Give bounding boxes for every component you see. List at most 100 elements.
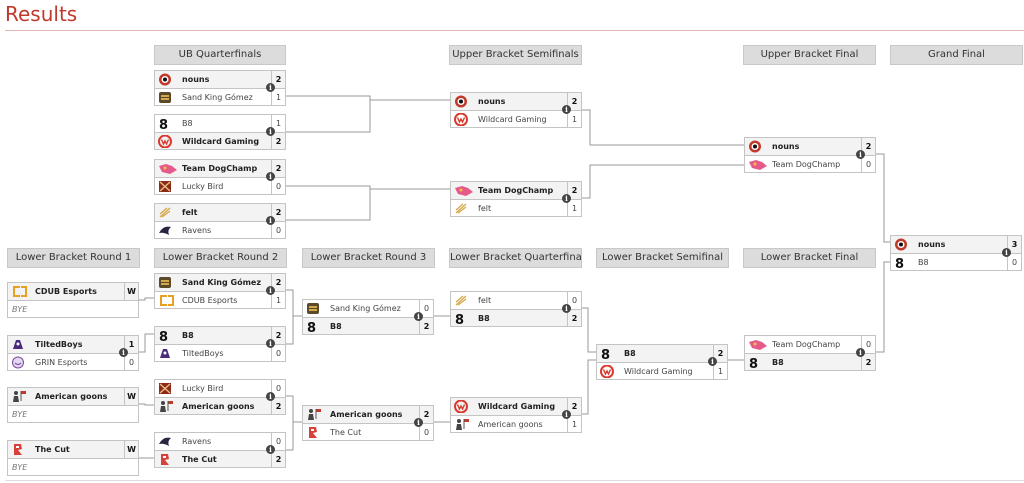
team-name: B8 xyxy=(478,314,490,323)
team-score: 2 xyxy=(271,133,285,150)
team-score: 2 xyxy=(271,398,285,415)
team-name: The Cut xyxy=(35,445,70,454)
team-row[interactable]: Wildcard Gaming 2 xyxy=(450,397,582,415)
team-row[interactable]: CDUB Esports W xyxy=(7,282,139,300)
team-row[interactable]: The Cut 0 xyxy=(302,423,434,441)
team-row[interactable]: Sand King Gómez 2 xyxy=(154,273,286,291)
team-name: Team DogChamp xyxy=(772,340,841,349)
team-row[interactable]: felt 2 xyxy=(154,203,286,221)
match-info-icon[interactable]: i xyxy=(414,418,423,427)
match-lb1-2[interactable]: TiltedBoys 1 GRIN Esports 0 xyxy=(7,335,139,371)
match-ubqf-4[interactable]: felt 2 Ravens 0 xyxy=(154,203,286,239)
match-lb3-2[interactable]: American goons 2 The Cut 0 xyxy=(302,405,434,441)
header-lb-final: Lower Bracket Final xyxy=(743,248,876,268)
match-info-icon[interactable]: i xyxy=(414,312,423,321)
match-info-icon[interactable]: i xyxy=(562,194,571,203)
team-row[interactable]: American goons 2 xyxy=(302,405,434,423)
match-info-icon[interactable]: i xyxy=(266,286,275,295)
team-row[interactable]: Team DogChamp 2 xyxy=(450,181,582,199)
team-row[interactable]: GRIN Esports 0 xyxy=(7,353,139,371)
match-info-icon[interactable]: i xyxy=(856,348,865,357)
match-ubqf-2[interactable]: 8 B8 1 Wildcard Gaming 2 xyxy=(154,114,286,150)
team-row[interactable]: nouns 2 xyxy=(154,70,286,88)
team-score: W xyxy=(124,388,138,405)
match-info-icon[interactable]: i xyxy=(562,410,571,419)
match-info-icon[interactable]: i xyxy=(1002,248,1011,257)
cdub-logo-icon xyxy=(160,295,174,306)
match-info-icon[interactable]: i xyxy=(266,339,275,348)
wildcard-logo-icon xyxy=(600,365,614,378)
match-lbqf-2[interactable]: Wildcard Gaming 2 American goons 1 xyxy=(450,397,582,433)
match-ubsf-1[interactable]: nouns 2 Wildcard Gaming 1 xyxy=(450,92,582,128)
team-row[interactable]: Sand King Gómez 0 xyxy=(302,299,434,317)
match-lb1-1[interactable]: CDUB Esports W BYE xyxy=(7,282,139,318)
match-ubqf-3[interactable]: Team DogChamp 2 Lucky Bird 0 xyxy=(154,159,286,195)
match-grand-final[interactable]: nouns 3 8 B8 0 xyxy=(890,235,1022,271)
team-score: 0 xyxy=(124,354,138,371)
team-row[interactable]: American goons 1 xyxy=(450,415,582,433)
match-lb1-3[interactable]: American goons W BYE xyxy=(7,387,139,423)
team-row[interactable]: 8 B8 1 xyxy=(154,114,286,132)
felt-logo-icon xyxy=(159,207,171,218)
team-row[interactable]: 8 B8 0 xyxy=(890,253,1022,271)
match-info-icon[interactable]: i xyxy=(562,105,571,114)
team-row[interactable]: CDUB Esports 1 xyxy=(154,291,286,309)
match-lb3-1[interactable]: Sand King Gómez 0 8 B8 2 xyxy=(302,299,434,335)
match-info-icon[interactable]: i xyxy=(266,445,275,454)
team-row[interactable]: Wildcard Gaming 1 xyxy=(450,110,582,128)
match-lb2-2[interactable]: 8 B8 2 TiltedBoys 0 xyxy=(154,326,286,362)
match-info-icon[interactable]: i xyxy=(266,172,275,181)
match-lb1-4[interactable]: The Cut W BYE xyxy=(7,440,139,476)
team-row[interactable]: Team DogChamp 2 xyxy=(154,159,286,177)
svg-text:8: 8 xyxy=(159,330,168,342)
team-row[interactable]: Ravens 0 xyxy=(154,432,286,450)
match-ubsf-2[interactable]: Team DogChamp 2 felt 1 xyxy=(450,181,582,217)
team-row[interactable]: Lucky Bird 0 xyxy=(154,177,286,195)
team-row[interactable]: nouns 2 xyxy=(744,137,876,155)
match-lb2-3[interactable]: Lucky Bird 0 American goons 2 xyxy=(154,379,286,415)
team-row[interactable]: 8 B8 2 xyxy=(450,309,582,327)
wildcard-logo-icon xyxy=(158,135,172,148)
match-ub-final[interactable]: nouns 2 Team DogChamp 0 xyxy=(744,137,876,173)
match-ubqf-1[interactable]: nouns 2 Sand King Gómez 1 xyxy=(154,70,286,106)
svg-text:8: 8 xyxy=(455,313,464,325)
team-row[interactable]: The Cut W xyxy=(7,440,139,458)
team-row[interactable]: Team DogChamp 0 xyxy=(744,335,876,353)
match-info-icon[interactable]: i xyxy=(708,357,717,366)
team-row[interactable]: TiltedBoys 0 xyxy=(154,344,286,362)
match-info-icon[interactable]: i xyxy=(119,348,128,357)
team-row[interactable]: Team DogChamp 0 xyxy=(744,155,876,173)
match-lb-final[interactable]: Team DogChamp 0 8 B8 2 xyxy=(744,335,876,371)
team-row[interactable]: 8 B8 2 xyxy=(744,353,876,371)
team-row[interactable]: TiltedBoys 1 xyxy=(7,335,139,353)
team-row[interactable]: The Cut 2 xyxy=(154,450,286,468)
match-info-icon[interactable]: i xyxy=(266,127,275,136)
team-row[interactable]: Sand King Gómez 1 xyxy=(154,88,286,106)
team-row[interactable]: felt 0 xyxy=(450,291,582,309)
match-lbqf-1[interactable]: felt 0 8 B8 2 xyxy=(450,291,582,327)
team-row[interactable]: Lucky Bird 0 xyxy=(154,379,286,397)
team-row[interactable]: 8 B8 2 xyxy=(596,344,728,362)
team-row[interactable]: American goons 2 xyxy=(154,397,286,415)
team-row[interactable]: Wildcard Gaming 1 xyxy=(596,362,728,380)
match-lb-semifinal[interactable]: 8 B8 2 Wildcard Gaming 1 xyxy=(596,344,728,380)
team-score: 1 xyxy=(124,336,138,353)
match-lb2-1[interactable]: Sand King Gómez 2 CDUB Esports 1 xyxy=(154,273,286,309)
team-row[interactable]: Ravens 0 xyxy=(154,221,286,239)
team-row[interactable]: nouns 2 xyxy=(450,92,582,110)
team-row[interactable]: 8 B8 2 xyxy=(154,326,286,344)
bye-label: BYE xyxy=(12,410,28,419)
team-row[interactable]: felt 1 xyxy=(450,199,582,217)
american-goons-logo-icon xyxy=(456,419,469,430)
team-row[interactable]: nouns 3 xyxy=(890,235,1022,253)
match-info-icon[interactable]: i xyxy=(266,392,275,401)
team-score: 2 xyxy=(567,310,581,327)
team-row[interactable]: Wildcard Gaming 2 xyxy=(154,132,286,150)
match-info-icon[interactable]: i xyxy=(266,83,275,92)
match-info-icon[interactable]: i xyxy=(562,304,571,313)
team-row[interactable]: 8 B8 2 xyxy=(302,317,434,335)
match-info-icon[interactable]: i xyxy=(266,216,275,225)
match-info-icon[interactable]: i xyxy=(856,150,865,159)
match-lb2-4[interactable]: Ravens 0 The Cut 2 xyxy=(154,432,286,468)
team-row[interactable]: American goons W xyxy=(7,387,139,405)
